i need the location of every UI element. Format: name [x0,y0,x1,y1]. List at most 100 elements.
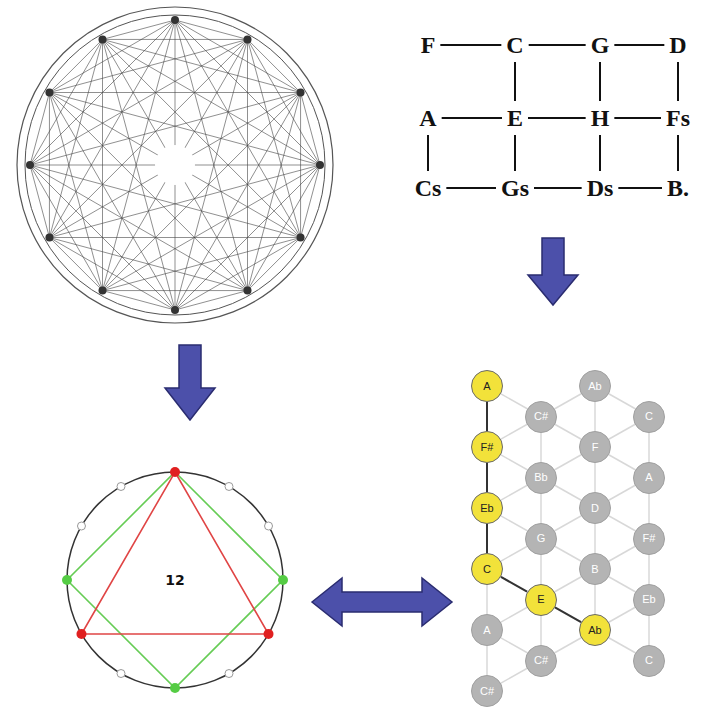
highlighted-note: E [525,584,557,616]
note-letter: G [591,33,610,57]
historic-wheel [17,7,333,323]
grid-line [599,135,601,171]
grid-line [529,44,586,46]
chord-line [30,165,248,291]
double-arrow [312,578,452,626]
chord-line [103,290,248,291]
chord-line [103,39,301,237]
chord-line [248,39,301,92]
chord-line [49,237,300,238]
grid-line [534,187,582,189]
wheel-dot [99,35,107,43]
grid-line [614,44,664,46]
note-name: Ab [588,625,601,636]
note-circle: C [633,401,665,433]
chord-line [102,39,103,290]
down-arrow [165,345,215,420]
chord-line [49,93,175,311]
note-name: A [483,381,490,392]
chord-line [30,165,49,238]
note-name: C [645,411,653,422]
chord-line [103,93,301,291]
chord-line [103,39,248,40]
note-letter: A [419,106,436,130]
note-name: Eb [642,594,655,605]
chord-line [49,93,300,238]
wheel-dot [26,161,34,169]
chord-line [49,92,300,93]
note-name: D [591,503,599,514]
pitch-dot [265,522,273,530]
path-connector [486,402,488,431]
chord-line [301,93,320,166]
pitch-dot [225,670,233,678]
note-name: C# [480,686,494,697]
note-circle: B [579,553,611,585]
pitch-dot [77,522,85,530]
note-letter: Ds [587,176,614,200]
chord-line [30,39,103,165]
chord-line [49,39,102,237]
chord-line [49,93,50,238]
chord-line [175,20,248,39]
wheel-dot [171,306,179,314]
note-letter: D [669,33,686,57]
grid-line [427,135,429,171]
grid-line [440,44,501,46]
center-number: 12 [165,573,184,587]
chord-line [103,39,301,92]
wheel-dot [244,287,252,295]
chord-line [30,93,49,166]
note-circle: G [525,523,557,555]
path-connector [555,607,581,622]
note-name: C [483,564,491,575]
interval-polygon [82,472,269,634]
chord-line [301,165,320,238]
note-circle: A [633,462,665,494]
note-name: C# [534,655,548,666]
wheel-dot [45,89,53,97]
chord-line [49,93,102,291]
note-letter: C [506,33,523,57]
grid-lines [428,45,678,188]
note-letter: B. [667,176,689,200]
note-circle: Ab [579,370,611,402]
note-name: G [537,533,546,544]
path-connector [501,577,527,592]
pitch-dot [170,683,180,693]
highlighted-note: C [471,553,503,585]
grid-line [599,62,601,101]
note-name: F# [481,442,494,453]
note-letter: Cs [415,176,442,200]
note-letter: H [591,106,610,130]
chord-line [49,39,102,92]
chord-line [248,238,301,291]
pitch-dot [117,670,125,678]
grid-line [442,117,502,119]
interval-polygon [67,472,283,688]
highlighted-note: A [471,370,503,402]
chord-line [49,238,175,311]
note-circle: C# [471,675,503,707]
pitch-dot [264,629,274,639]
chord-line [103,39,248,290]
chord-line [103,20,176,39]
note-name: B [591,564,598,575]
highlighted-note: Ab [579,614,611,646]
chord-line [30,165,103,291]
wheel-dot [297,234,305,242]
pitch-dot [117,482,125,490]
note-name: Bb [534,472,547,483]
wheel-center [155,145,195,185]
grid-line [614,117,661,119]
grid-line [677,135,679,171]
chord-line [49,39,247,237]
grid-line [514,62,516,101]
note-name: Ab [588,381,601,392]
note-circle: C# [525,401,557,433]
pitch-dot [76,629,86,639]
note-name: A [645,472,652,483]
highlighted-note: F# [471,431,503,463]
path-connector [486,524,488,553]
grid-line [677,62,679,101]
